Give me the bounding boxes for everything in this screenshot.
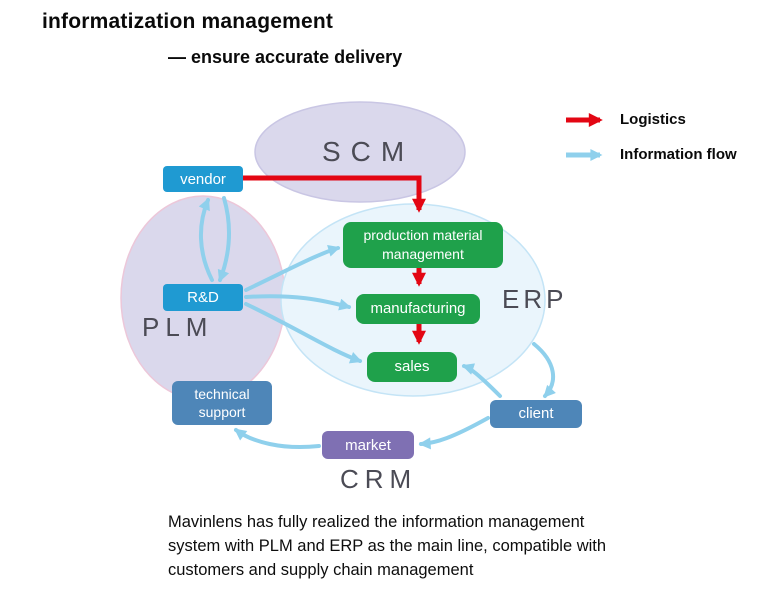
node-client: client xyxy=(490,400,582,428)
page-subtitle: — ensure accurate delivery xyxy=(168,47,403,67)
info-arrow-client-to-sales-icon xyxy=(461,363,502,398)
info-arrow-rnd-to-manufacturing-icon xyxy=(244,294,352,311)
page-title: informatization management xyxy=(42,10,334,33)
region-label-plm: PLM xyxy=(142,312,214,342)
legend-logistics-label: Logistics xyxy=(620,111,686,128)
information-flow-arrows xyxy=(198,196,556,450)
node-sales: sales xyxy=(367,352,457,382)
caption-line-1: Mavinlens has fully realized the informa… xyxy=(168,513,585,531)
node-vendor: vendor xyxy=(163,166,243,192)
caption-line-3: customers and supply chain management xyxy=(168,561,474,579)
region-label-erp: ERP xyxy=(502,284,568,314)
node-production-material-management: production material management xyxy=(343,222,503,268)
info-arrow-rnd-to-production-icon xyxy=(244,245,341,292)
node-market: market xyxy=(322,431,414,459)
info-arrow-market-to-technical-support-icon xyxy=(234,428,321,450)
node-rnd: R&D xyxy=(163,284,243,311)
info-arrow-rnd-to-vendor-icon xyxy=(198,197,214,282)
info-arrow-vendor-to-rnd-icon xyxy=(217,196,231,283)
node-technical-support: technical support xyxy=(172,381,272,425)
region-label-scm: SCM xyxy=(322,136,415,167)
info-arrow-rnd-to-sales-icon xyxy=(244,302,363,364)
caption: Mavinlens has fully realized the informa… xyxy=(168,510,628,582)
region-label-crm: CRM xyxy=(340,464,418,494)
logistics-arrow-vendor-to-production-icon xyxy=(243,175,426,213)
caption-line-2: system with PLM and ERP as the main line… xyxy=(168,537,607,555)
legend-information-flow-label: Information flow xyxy=(620,146,737,163)
logistics-arrows xyxy=(243,175,426,345)
node-manufacturing: manufacturing xyxy=(356,294,480,324)
info-arrow-client-to-market-icon xyxy=(418,416,490,450)
info-arrow-erp-to-client-icon xyxy=(532,342,556,398)
